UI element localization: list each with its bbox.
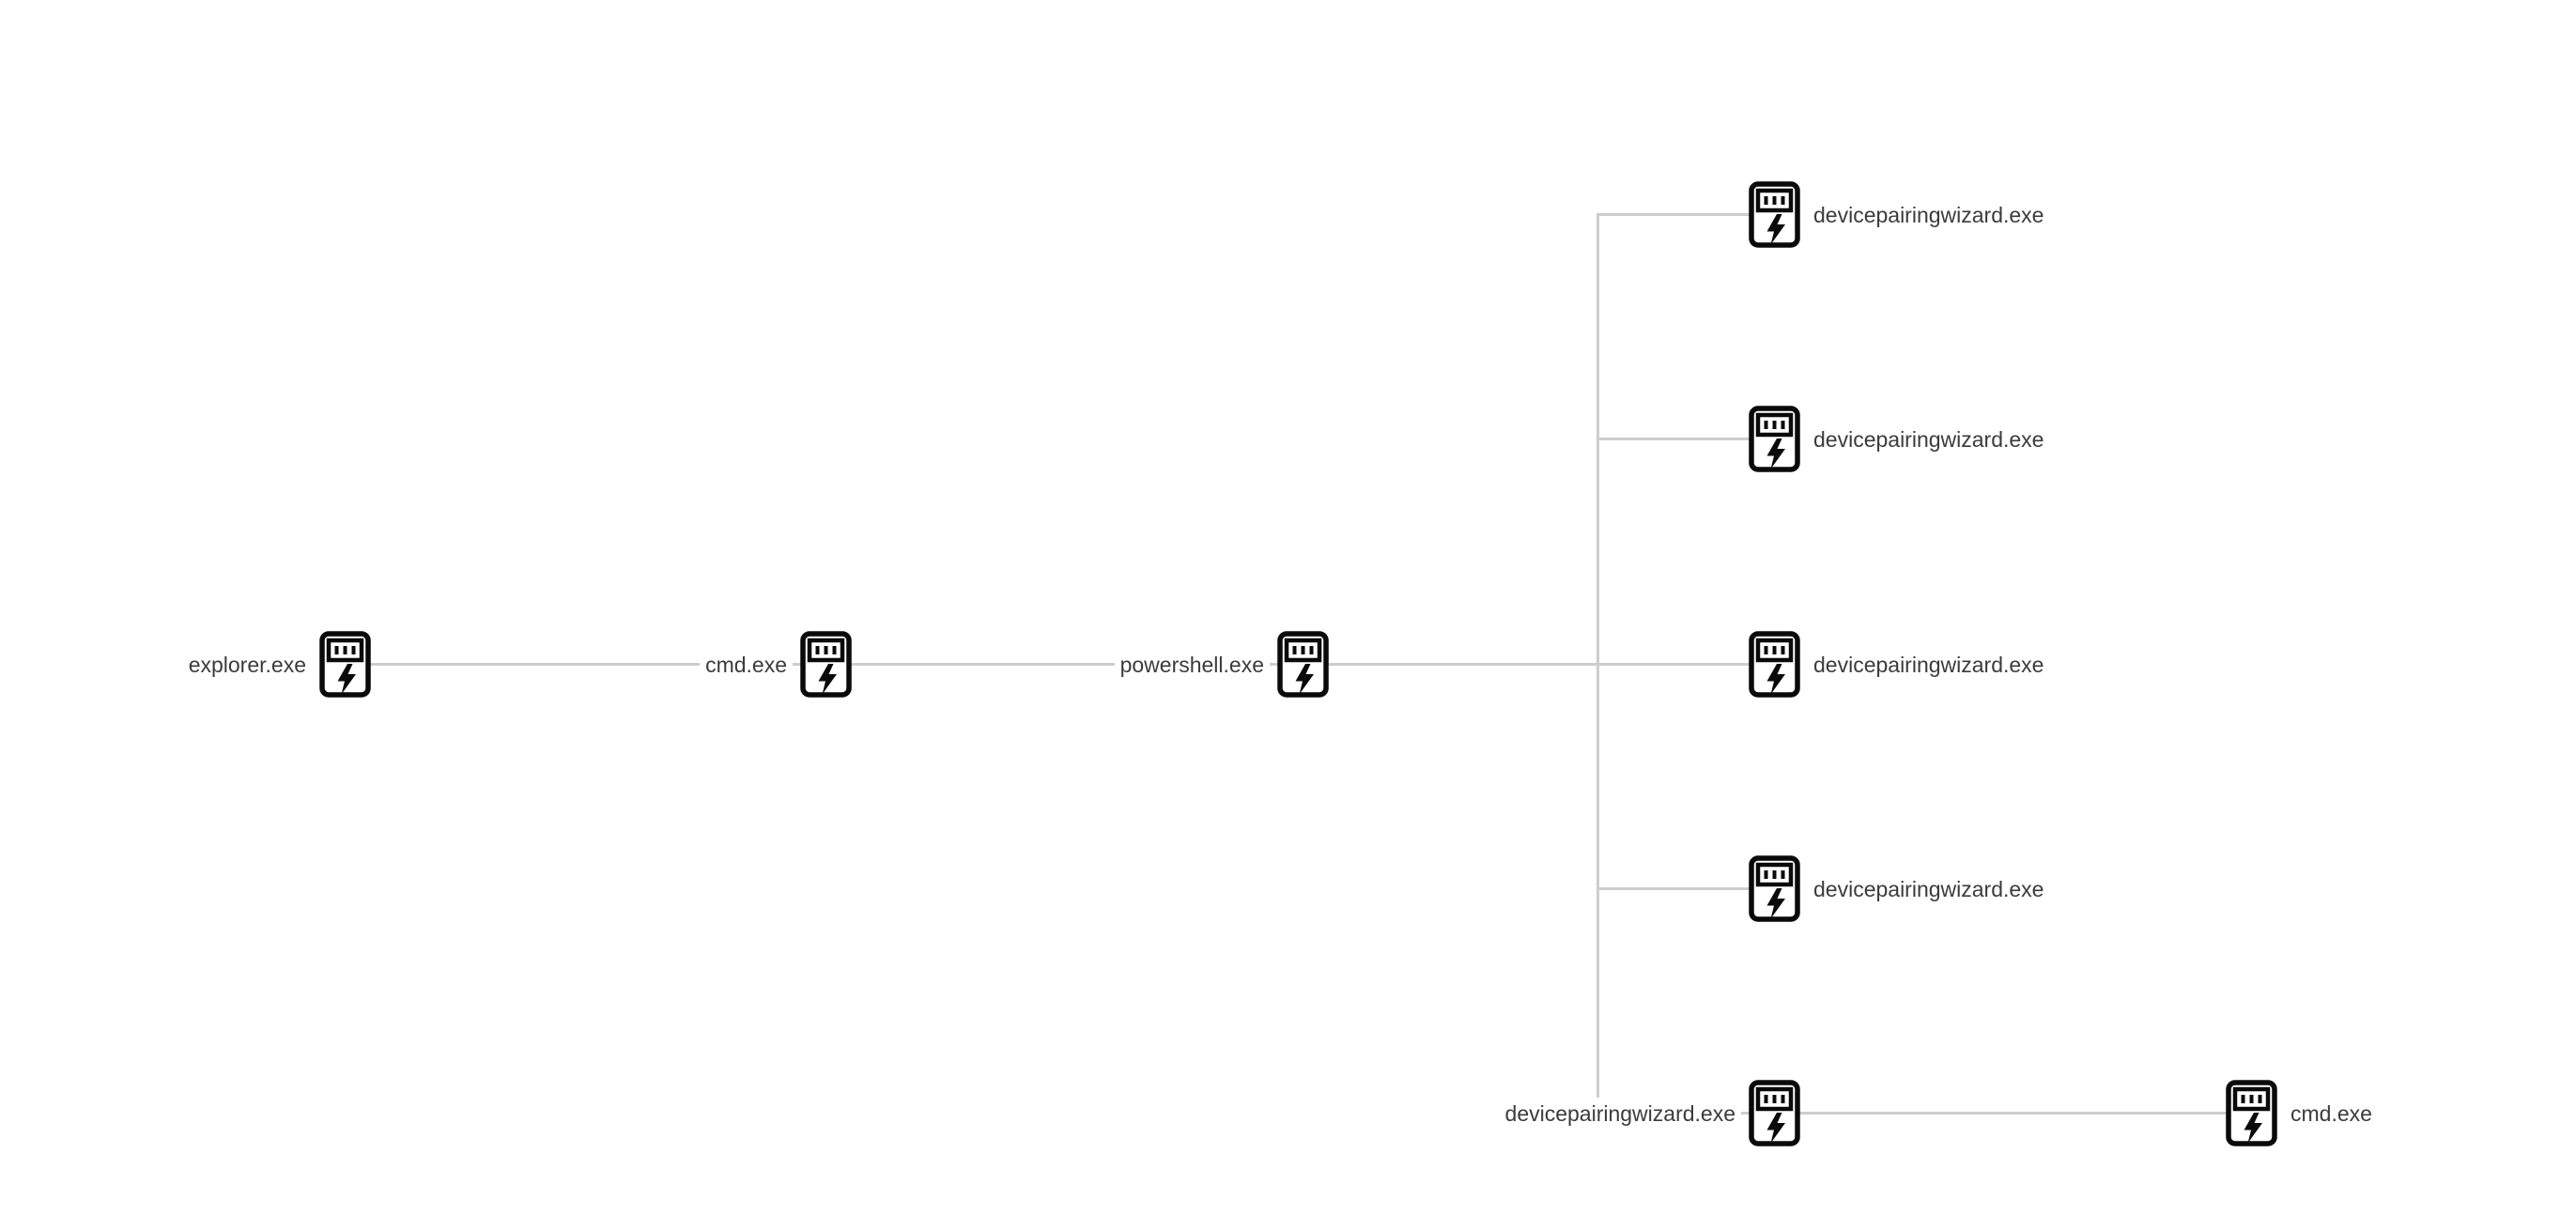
process-icon[interactable] xyxy=(319,631,371,698)
process-node-powershell[interactable] xyxy=(1277,631,1329,698)
process-icon[interactable] xyxy=(1749,855,1800,922)
process-icon[interactable] xyxy=(800,631,852,698)
process-icon[interactable] xyxy=(1277,631,1329,698)
process-icon[interactable] xyxy=(1749,631,1800,698)
process-node-dpw1[interactable] xyxy=(1749,181,1800,248)
edge-trunk-dpw2 xyxy=(1597,438,1775,440)
process-label-dpw1: devicepairingwizard.exe xyxy=(1808,199,2050,231)
edge-trunk-dpw1 xyxy=(1597,213,1775,216)
process-icon[interactable] xyxy=(1749,1080,1800,1146)
process-icon[interactable] xyxy=(1749,181,1800,248)
process-label-cmd2: cmd.exe xyxy=(2285,1098,2378,1130)
edge-trunk xyxy=(1597,213,1599,1115)
process-node-dpw3[interactable] xyxy=(1749,631,1800,698)
process-node-dpw2[interactable] xyxy=(1749,406,1800,472)
process-label-powershell: powershell.exe xyxy=(1114,649,1270,681)
process-node-cmd1[interactable] xyxy=(800,631,852,698)
process-label-dpw4: devicepairingwizard.exe xyxy=(1808,873,2050,905)
process-label-dpw5: devicepairingwizard.exe xyxy=(1499,1098,1741,1130)
edge-powershell-dpw3 xyxy=(1303,663,1775,666)
process-node-explorer[interactable] xyxy=(319,631,371,698)
process-label-cmd1: cmd.exe xyxy=(700,649,793,681)
process-node-cmd2[interactable] xyxy=(2226,1080,2277,1146)
edge-cmd1-powershell xyxy=(825,663,1303,666)
process-label-explorer: explorer.exe xyxy=(182,649,312,681)
process-icon[interactable] xyxy=(2226,1080,2277,1146)
edge-explorer-cmd1 xyxy=(345,663,826,666)
process-icon[interactable] xyxy=(1749,406,1800,472)
process-node-dpw5[interactable] xyxy=(1749,1080,1800,1146)
edge-dpw5-cmd2 xyxy=(1597,1112,2252,1115)
edge-trunk-dpw4 xyxy=(1597,887,1775,890)
process-node-dpw4[interactable] xyxy=(1749,855,1800,922)
process-label-dpw3: devicepairingwizard.exe xyxy=(1808,649,2050,681)
process-label-dpw2: devicepairingwizard.exe xyxy=(1808,423,2050,455)
